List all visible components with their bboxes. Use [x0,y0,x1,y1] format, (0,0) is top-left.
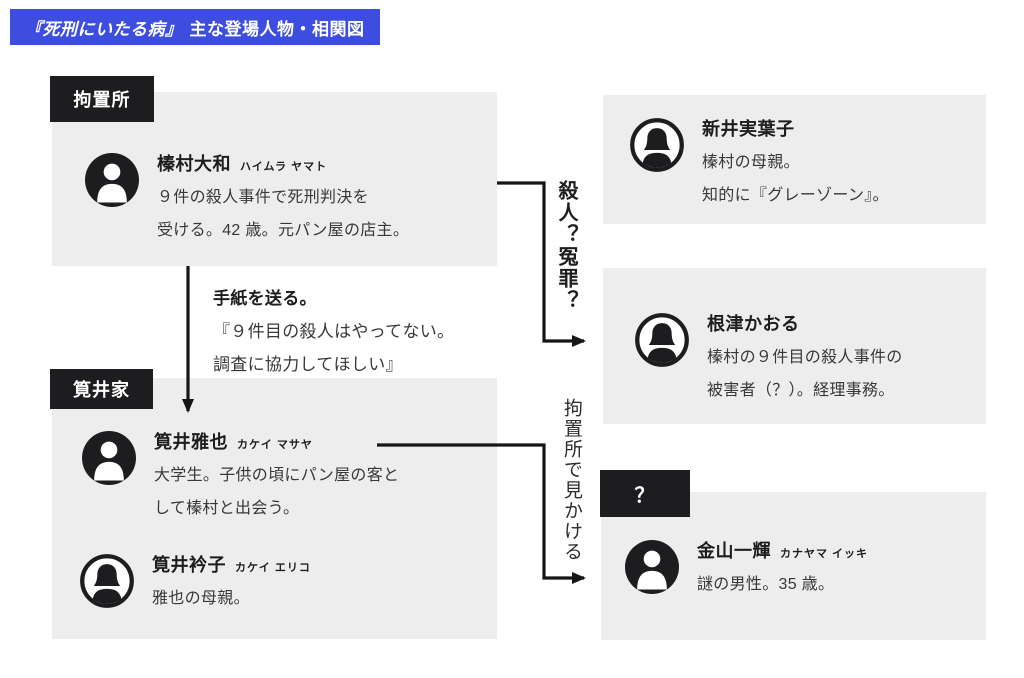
male-avatar-icon [85,153,139,207]
male-avatar-icon [82,431,136,485]
person-name-row: 新井実葉子 [702,115,889,141]
person-description: 榛村の９件目の殺人事件の 被害者（？）。経理事務。 [707,341,903,407]
person-card-haimura: 榛村大和 ハイムラ ヤマト ９件の殺人事件で死刑判決を 受ける。42 歳。元パン… [85,150,409,247]
description-line: 被害者（？）。経理事務。 [707,382,895,399]
description-line: 雅也の母親。 [152,590,250,607]
male-avatar-icon [625,540,679,594]
person-name: 榛村大和 [157,154,231,174]
title-work-name: 『死刑にいたる病』 [25,19,183,39]
female-avatar-icon [635,313,689,367]
person-description: 謎の男性。35 歳。 [697,568,868,601]
person-name: 根津かおる [707,314,800,334]
description-line: ９件の殺人事件で死刑判決を [157,189,369,206]
description-line: 大学生。子供の頃にパン屋の客と [154,467,400,484]
female-avatar-icon [630,118,684,172]
person-name-kana: ハイムラ ヤマト [240,161,328,173]
person-description: 榛村の母親。 知的に『グレーゾーン』。 [702,146,889,212]
description-line: 知的に『グレーゾーン』。 [702,187,889,204]
title-subtitle: 主な登場人物・相関図 [189,19,365,39]
letter-quote-line: 『９件目の殺人はやってない。 [213,322,455,341]
title-badge: 『死刑にいたる病』 主な登場人物・相関図 [10,9,380,45]
person-name-row: 筧井衿子 カケイ エリコ [152,551,311,577]
person-description: ９件の殺人事件で死刑判決を 受ける。42 歳。元パン屋の店主。 [157,181,409,247]
letter-quote-line: 調査に協力してほしい』 [213,355,403,374]
group-label-kakei-family: 筧井家 [50,369,153,409]
person-name-row: 榛村大和 ハイムラ ヤマト [157,150,409,176]
seen-at-detention-label: 拘置所で見かける [561,398,582,562]
person-name-kana: カケイ マサヤ [237,439,313,451]
description-line: 受ける。42 歳。元パン屋の店主。 [157,222,410,239]
person-card-eriko: 筧井衿子 カケイ エリコ 雅也の母親。 [80,551,311,615]
group-label-question: ？ [600,470,690,517]
letter-annotation: 手紙を送る。 『９件目の殺人はやってない。 調査に協力してほしい』 [213,282,454,381]
person-description: 大学生。子供の頃にパン屋の客と して榛村と出会う。 [154,459,399,525]
description-line: 榛村の母親。 [702,154,800,171]
person-name: 筧井衿子 [152,555,226,575]
person-card-arai: 新井実葉子 榛村の母親。 知的に『グレーゾーン』。 [630,115,889,212]
person-name-kana: カナヤマ イッキ [780,548,869,560]
description-line: 謎の男性。35 歳。 [697,576,835,593]
person-card-kanayama: 金山一輝 カナヤマ イッキ 謎の男性。35 歳。 [625,537,868,601]
person-name-row: 根津かおる [707,310,903,336]
person-name: 新井実葉子 [702,119,795,139]
group-label-detention: 拘置所 [50,76,154,122]
person-name-kana: カケイ エリコ [235,562,311,574]
description-line: 榛村の９件目の殺人事件の [707,349,903,366]
female-avatar-icon [80,554,134,608]
person-description: 雅也の母親。 [152,582,311,615]
person-card-masaya: 筧井雅也 カケイ マサヤ 大学生。子供の頃にパン屋の客と して榛村と出会う。 [82,428,399,525]
description-line: して榛村と出会う。 [154,500,300,517]
murder-question-label: 殺人？冤罪？ [555,180,577,312]
person-name-row: 金山一輝 カナヤマ イッキ [697,537,868,563]
person-name: 筧井雅也 [154,432,228,452]
letter-annotation-title: 手紙を送る。 [213,289,317,308]
person-name-row: 筧井雅也 カケイ マサヤ [154,428,399,454]
person-card-nezu: 根津かおる 榛村の９件目の殺人事件の 被害者（？）。経理事務。 [635,310,903,407]
person-name: 金山一輝 [697,541,771,561]
